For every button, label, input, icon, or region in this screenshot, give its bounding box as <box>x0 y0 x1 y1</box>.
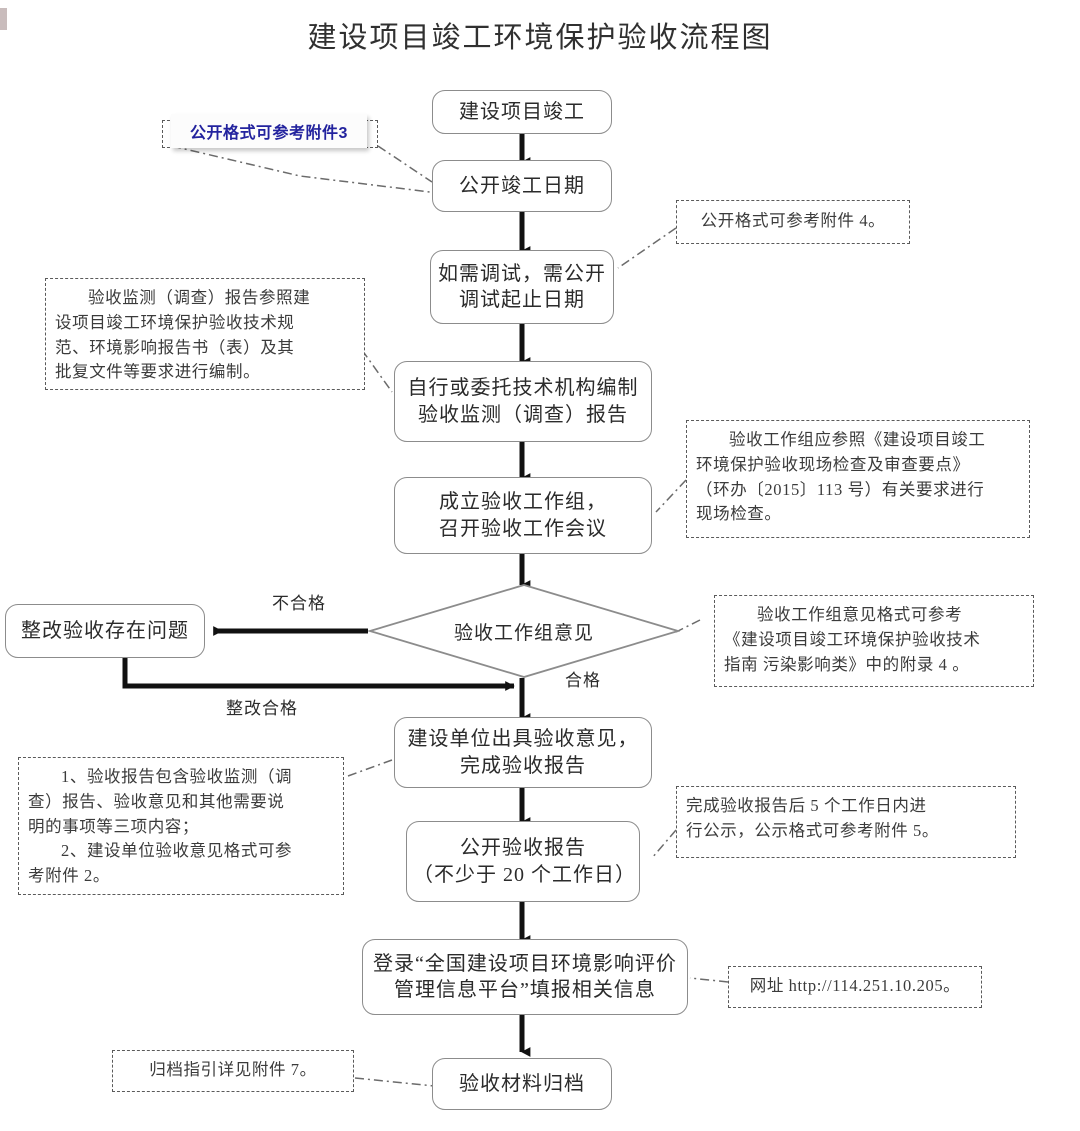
node-form-acceptance-workgroup[interactable]: 成立验收工作组， 召开验收工作会议 <box>394 477 652 554</box>
page-edge-mark <box>0 8 7 30</box>
page-title: 建设项目竣工环境保护验收流程图 <box>307 22 773 54</box>
node-login-eia-platform[interactable]: 登录“全国建设项目环境影响评价 管理信息平台”填报相关信息 <box>362 939 688 1015</box>
edge-label-fail: 不合格 <box>272 594 326 613</box>
note-report-specification[interactable]: 验收监测（调查）报告参照建 设项目竣工环境保护验收技术规 范、环境影响报告书（表… <box>45 278 365 390</box>
node-publish-completion-date[interactable]: 公开竣工日期 <box>432 160 612 212</box>
node-issue-acceptance-opinion[interactable]: 建设单位出具验收意见， 完成验收报告 <box>394 717 652 788</box>
note-attachment-4[interactable]: 公开格式可参考附件 4。 <box>676 200 910 244</box>
note-workgroup-inspection[interactable]: 验收工作组应参照《建设项目竣工 环境保护验收现场检查及审查要点》 （环办〔201… <box>686 420 1030 538</box>
note-platform-website[interactable]: 网址 http://114.251.10.205。 <box>728 966 982 1008</box>
node-commissioning-dates[interactable]: 如需调试，需公开 调试起止日期 <box>430 250 614 324</box>
node-project-completion[interactable]: 建设项目竣工 <box>432 90 612 134</box>
note-report-contents[interactable]: 1、验收报告包含验收监测（调 查）报告、验收意见和其他需要说 明的事项等三项内容… <box>18 757 344 895</box>
edge-label-rectified: 整改合格 <box>226 699 298 718</box>
note-opinion-format[interactable]: 验收工作组意见格式可参考 《建设项目竣工环境保护验收技术 指南 污染影响类》中的… <box>714 595 1034 687</box>
decision-label: 验收工作组意见 <box>453 622 594 644</box>
edge-label-pass: 合格 <box>565 671 601 690</box>
node-rectify-issues[interactable]: 整改验收存在问题 <box>5 604 205 658</box>
node-publish-acceptance-report[interactable]: 公开验收报告 （不少于 20 个工作日） <box>406 821 640 902</box>
note-attachment-3[interactable]: 公开格式可参考附件3 <box>162 114 378 148</box>
note-publicity-period[interactable]: 完成验收报告后 5 个工作日内进 行公示，公示格式可参考附件 5。 <box>676 786 1016 858</box>
node-archive-materials[interactable]: 验收材料归档 <box>432 1058 612 1110</box>
decision-workgroup-opinion[interactable]: 验收工作组意见 <box>368 583 680 679</box>
note-archive-guide[interactable]: 归档指引详见附件 7。 <box>112 1050 354 1092</box>
node-prepare-monitoring-report[interactable]: 自行或委托技术机构编制 验收监测（调查）报告 <box>394 361 652 442</box>
note-attachment-3-label: 公开格式可参考附件3 <box>171 114 367 148</box>
